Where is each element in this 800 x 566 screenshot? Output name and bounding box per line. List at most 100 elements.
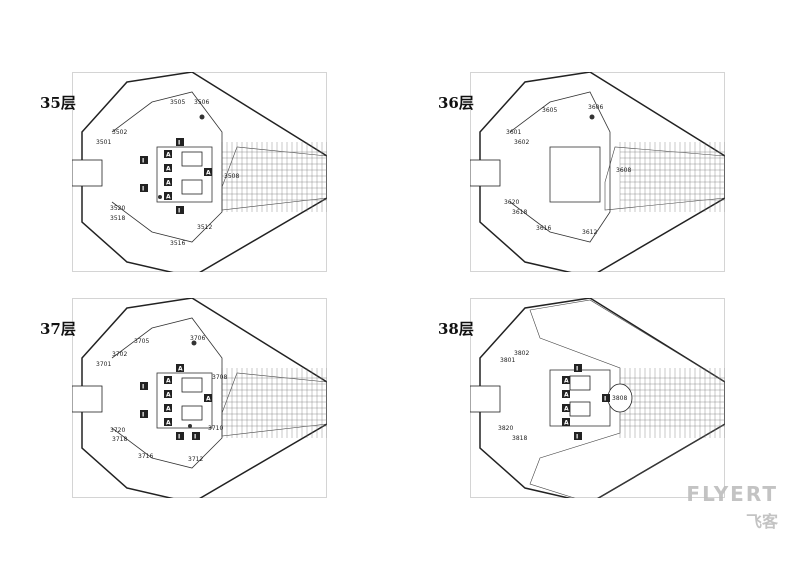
plan-outline [81,298,327,498]
stair-block [470,385,501,413]
column [188,424,192,428]
room-label: 3516 [170,240,185,247]
room-label: 3616 [536,225,551,232]
marker-box [204,394,212,402]
marker-letter: A [166,392,171,399]
hatched-atrium [221,372,327,437]
hatch-lines [221,368,327,438]
floor-plan-drawing: 3605 3606 3601 3602 3608 3620 3618 3616 … [470,72,725,272]
column [158,195,162,199]
marker-letter: I [178,434,180,441]
room-label: 3606 [588,104,603,111]
marker-box [164,150,172,158]
elevator [181,151,203,167]
marker-box [164,390,172,398]
marker-letter: I [178,140,180,147]
hatch-lines [619,368,725,438]
marker-box [192,432,200,440]
room-label: 3612 [582,229,597,236]
elevator [181,377,203,393]
watermark: FLYERT 飞客 [658,482,778,532]
column [199,114,205,120]
core [549,146,601,203]
marker-box [164,418,172,426]
elevator [181,405,203,421]
plan-frame [72,72,327,272]
plan-outline [81,72,327,272]
marker-box [562,404,570,412]
marker-letter: A [166,152,171,159]
room-label: 3705 [134,338,149,345]
marker-box [204,168,212,176]
marker-box [176,138,184,146]
floor-plan-drawing: 3505 3506 3502 3501 3508 3520 3518 3512 … [72,72,327,272]
room-label: 3818 [512,435,527,442]
marker-box [164,164,172,172]
interior-walls [509,91,611,243]
marker-box [164,376,172,384]
marker-letter: I [576,366,578,373]
marker-letter: A [166,166,171,173]
floor-plan-37: 37层 3705 3706 3701 3702 3708 3720 3718 3… [40,298,327,498]
room-label: 3820 [498,425,513,432]
marker-letter: A [206,170,211,177]
room-label: 3505 [170,99,185,106]
room-label: 3708 [212,374,227,381]
watermark-brand: FLYERT [686,482,778,506]
room-label: 3502 [112,129,127,136]
marker-letter: A [166,406,171,413]
room-label: 3618 [512,209,527,216]
room-label: 3520 [110,205,125,212]
room-label: 3802 [514,350,529,357]
room-label: 3601 [506,129,521,136]
room-label: 3706 [190,335,205,342]
room-label: 3801 [500,357,515,364]
marker-letter: A [564,406,569,413]
marker-letter: A [166,180,171,187]
floor-label: 37层 [40,320,76,338]
marker-letter: A [206,396,211,403]
room-label: 3602 [514,139,529,146]
marker-box [140,156,148,164]
room-label: 3701 [96,361,111,368]
marker-box [574,364,582,372]
marker-box [140,410,148,418]
room-label: 3508 [224,173,239,180]
room-label: 3605 [542,107,557,114]
marker-box [602,394,610,402]
room-label: 3716 [138,453,153,460]
plan-frame [72,298,327,498]
room-label: 3512 [197,224,212,231]
marker-letter: A [166,378,171,385]
floor-plan-36: 36层 3605 3606 3601 3602 3608 3620 3618 3… [438,72,725,272]
marker-box [140,184,148,192]
elevator [569,401,591,417]
floor-label: 36层 [438,94,474,112]
marker-letter: I [194,434,196,441]
floor-plan-35: 35层 3505 3506 3502 3501 3508 3520 3518 3… [40,72,327,272]
hatched-atrium [529,299,725,498]
room-label: 3808 [612,395,627,402]
room-label: 3620 [504,199,519,206]
room-label: 3712 [188,456,203,463]
interior-walls [111,317,223,469]
floor-label: 35层 [40,94,76,112]
elevator [181,179,203,195]
column [191,340,197,346]
interior-walls [111,91,223,243]
marker-box [164,192,172,200]
core [549,369,611,427]
hatch-lines [619,142,725,212]
marker-letter: A [564,378,569,385]
hatch-lines [221,142,327,212]
stair-block [470,159,501,187]
marker-letter: I [178,208,180,215]
elevator [569,375,591,391]
plan-outline [479,298,725,498]
marker-letter: A [564,392,569,399]
